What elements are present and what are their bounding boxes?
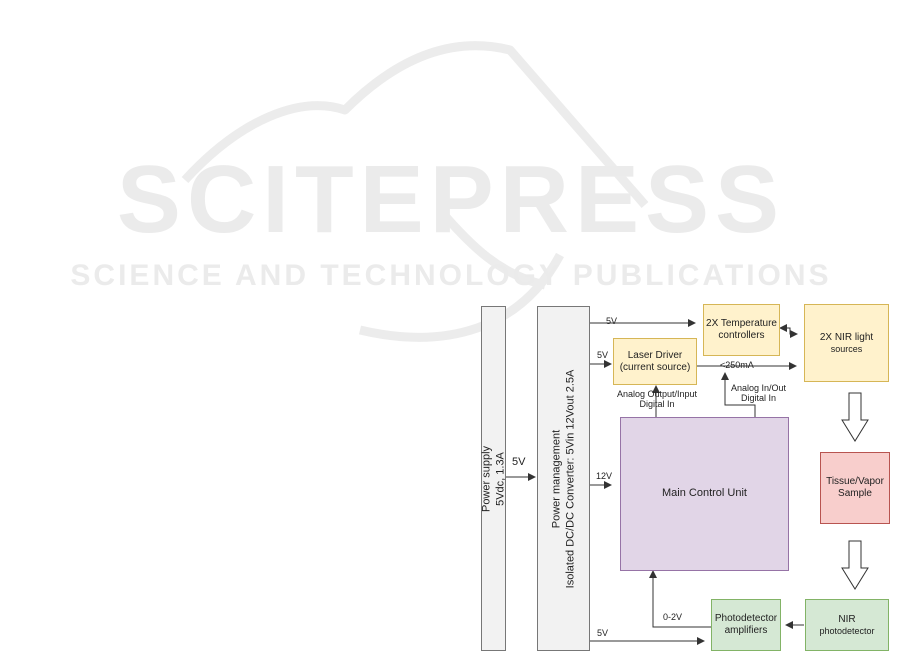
laser-current-label: <250mA bbox=[720, 360, 754, 370]
power-supply-label: Power supply 5Vdc, 1.3A bbox=[479, 445, 506, 512]
down-arrow-icon bbox=[841, 540, 869, 590]
power-management-block: Power management Isolated DC/DC Converte… bbox=[537, 306, 590, 651]
temperature-controllers-block: 2X Temperature controllers bbox=[703, 304, 780, 356]
nir-light-sources-block: 2X NIR light sources bbox=[804, 304, 889, 382]
down-arrow-icon bbox=[841, 392, 869, 442]
photodetector-amplifiers-block: Photodetector amplifiers bbox=[711, 599, 781, 651]
nir-photodetector-block: NIR photodetector bbox=[805, 599, 889, 651]
laser-driver-block: Laser Driver (current source) bbox=[613, 338, 697, 385]
laser-supply-voltage-label: 5V bbox=[597, 350, 609, 360]
analog-output-input-label: Analog Output/Input Digital In bbox=[617, 389, 698, 409]
analog-in-out-label: Analog In/Out Digital In bbox=[731, 383, 787, 403]
wire-mcu-to-temp bbox=[721, 372, 756, 417]
main-control-unit-block: Main Control Unit bbox=[620, 417, 789, 571]
wire-temp-nir bbox=[779, 324, 798, 338]
amplifier-output-range-label: 0-2V bbox=[663, 612, 683, 622]
mcu-supply-voltage-label: 12V bbox=[596, 471, 613, 481]
amps-supply-voltage-label: 5V bbox=[597, 628, 609, 638]
watermark-tagline: SCIENCE AND TECHNOLOGY PUBLICATIONS bbox=[70, 259, 831, 292]
power-management-label: Power management Isolated DC/DC Converte… bbox=[549, 369, 576, 588]
tissue-vapor-sample-block: Tissue/Vapor Sample bbox=[820, 452, 890, 524]
supply-voltage-label: 5V bbox=[512, 456, 526, 468]
wire-amps-to-mcu bbox=[649, 570, 711, 628]
power-supply-block: Power supply 5Vdc, 1.3A bbox=[479, 306, 506, 651]
watermark-brand: SCITEPRESS bbox=[117, 146, 785, 253]
temp-supply-voltage-label: 5V bbox=[606, 316, 618, 326]
